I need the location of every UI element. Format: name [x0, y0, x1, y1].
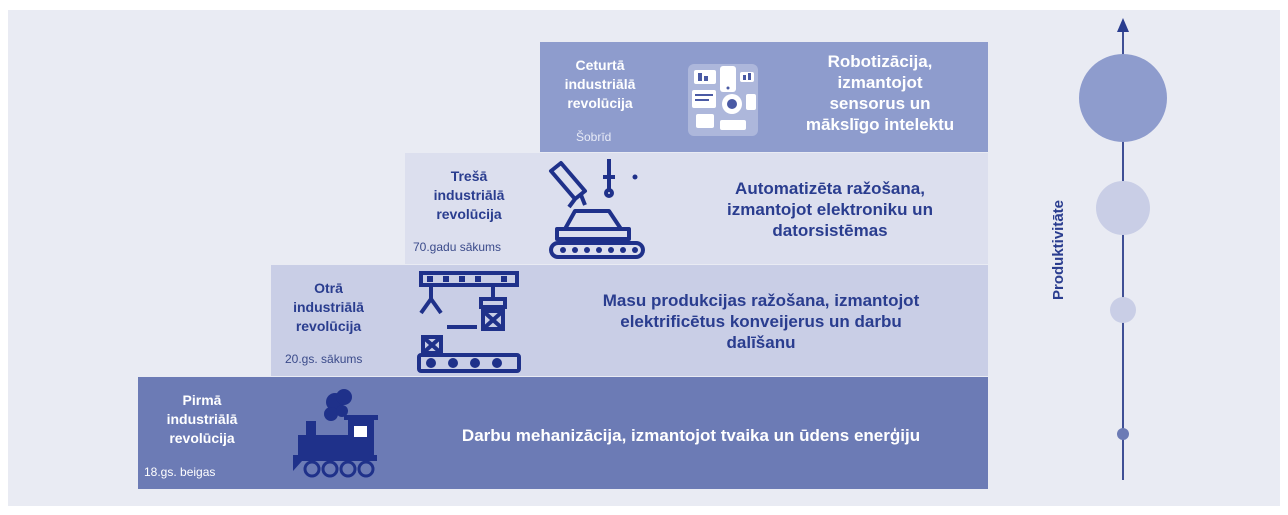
robot-arm-car-icon [549, 159, 645, 259]
productivity-circle-tiny [1117, 428, 1129, 440]
desc-line: Robotizācija, [827, 52, 933, 71]
step-description: Automatizēta ražošana, izmantojot elektr… [685, 178, 975, 241]
desc-line: sensorus un [829, 94, 931, 113]
era-title: Trešā industriālā revolūcija [405, 167, 533, 224]
step-first-revolution: Pirmā industriālā revolūcija 18.gs. beig… [138, 377, 988, 489]
axis-label: Produktivitāte [1050, 199, 1067, 300]
steam-locomotive-icon [293, 389, 378, 478]
productivity-circle-large [1079, 54, 1167, 142]
era-date: 70.gadu sākums [413, 240, 502, 254]
era-line: industriālā [564, 76, 636, 92]
productivity-circle-small [1110, 297, 1136, 323]
desc-line: dalīšanu [726, 333, 796, 352]
step-fourth-revolution: Ceturtā industriālā revolūcija Šobrīd Ro… [540, 42, 988, 152]
era-date: 20.gs. sākums [285, 352, 363, 366]
step-description: Masu produkcijas ražošana, izmantojot el… [561, 290, 961, 353]
desc-line: elektrificētus konveijerus un darbu [620, 312, 902, 331]
era-line: Ceturtā [575, 57, 625, 73]
productivity-circle-medium [1096, 181, 1150, 235]
era-title: Pirmā industriālā revolūcija [138, 391, 266, 448]
era-line: revolūcija [295, 318, 362, 334]
era-line: revolūcija [169, 430, 235, 446]
step-third-revolution: Trešā industriālā revolūcija 70.gadu sāk… [405, 153, 988, 264]
step-description: Darbu mehanizācija, izmantojot tvaika un… [408, 425, 974, 446]
conveyor-belt-icon [417, 271, 521, 373]
desc-line: datorsistēmas [772, 221, 888, 240]
era-line: revolūcija [436, 206, 502, 222]
era-line: Trešā [450, 168, 488, 184]
desc-line: Darbu mehanizācija, izmantojot tvaika un… [461, 426, 921, 445]
era-title: Ceturtā industriālā revolūcija [546, 56, 654, 113]
era-line: industriālā [433, 187, 505, 203]
desc-line: Automatizēta ražošana, [735, 179, 925, 198]
era-line: industriālā [293, 299, 364, 315]
arrow-up-icon [1117, 18, 1129, 32]
step-second-revolution: Otrā industriālā revolūcija 20.gs. sākum… [271, 265, 988, 376]
desc-line: mākslīgo intelektu [805, 115, 955, 134]
desc-line: izmantojot [837, 73, 923, 92]
desc-line: Masu produkcijas ražošana, izmantojot [602, 291, 920, 310]
era-line: Pirmā [182, 392, 222, 408]
productivity-axis [1079, 18, 1167, 480]
step-description: Robotizācija, izmantojot sensorus un māk… [780, 51, 980, 135]
era-title: Otrā industriālā revolūcija [271, 279, 386, 336]
smart-devices-icon [688, 64, 758, 136]
era-date: 18.gs. beigas [144, 465, 216, 479]
era-line: revolūcija [567, 95, 633, 111]
era-line: Otrā [314, 280, 343, 296]
desc-line: izmantojot elektroniku un [727, 200, 933, 219]
era-date: Šobrīd [576, 130, 612, 144]
era-line: industriālā [166, 411, 238, 427]
